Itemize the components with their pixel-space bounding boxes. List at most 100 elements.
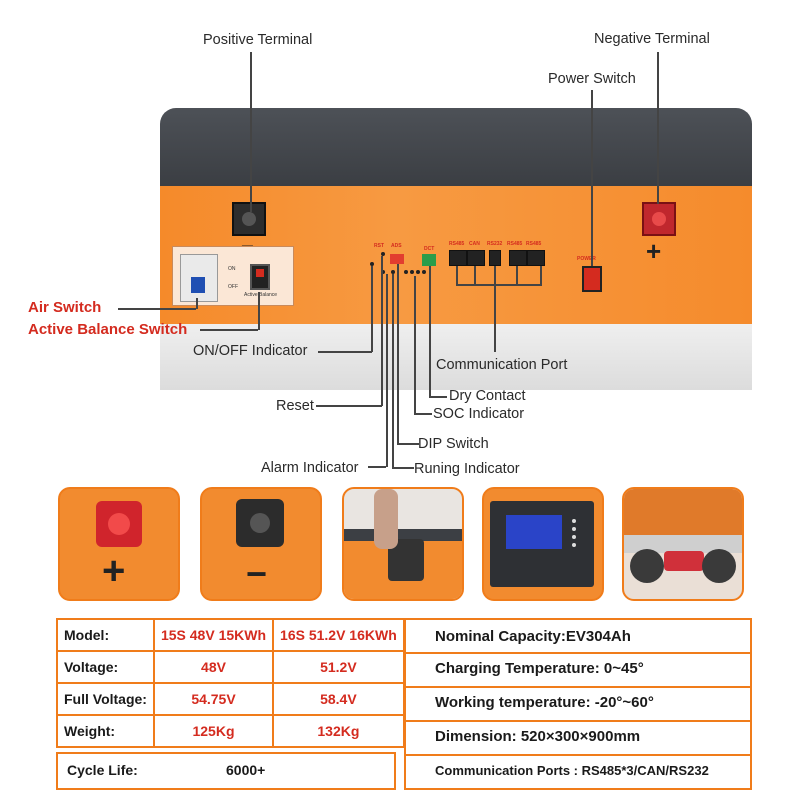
leader-runing	[392, 467, 414, 469]
wheel-right-image	[702, 549, 736, 583]
port-rs232-label: RS232	[487, 241, 503, 247]
panel-rst-label: RST	[374, 243, 384, 249]
can-port	[467, 250, 485, 266]
battery-lid	[160, 108, 752, 190]
leader-alarm	[368, 466, 386, 468]
spec-nominal-capacity: Nominal Capacity:EV304Ah	[435, 628, 631, 645]
label-alarm-indicator: Alarm Indicator	[261, 460, 359, 476]
photo-negative-terminal: −	[200, 487, 322, 601]
spec-working-temperature: Working temperature: -20°~60°	[435, 694, 654, 711]
battery-base	[160, 324, 752, 390]
spec-communication-ports: Communication Ports : RS485*3/CAN/RS232	[435, 763, 709, 778]
cycle-life-value: 6000+	[226, 762, 266, 778]
label-positive-terminal: Positive Terminal	[203, 32, 313, 48]
label-runing-indicator: Runing Indicator	[414, 461, 520, 477]
label-power-switch: Power Switch	[548, 71, 636, 87]
leader-dip	[397, 443, 419, 445]
photo-display	[482, 487, 604, 601]
label-communication-port: Communication Port	[436, 357, 568, 373]
photo-handle	[342, 487, 464, 601]
leader-balance-v	[258, 292, 260, 330]
label-on-off-indicator: ON/OFF Indicator	[193, 343, 308, 359]
port-rs485-label: RS485	[449, 241, 465, 247]
lcd-screen	[506, 515, 562, 549]
label-active-balance-switch: Active Balance Switch	[28, 321, 188, 338]
alarm-led	[381, 270, 385, 274]
cycle-life-box	[56, 752, 396, 790]
spec-cell-label: Full Voltage:	[56, 682, 155, 716]
label-negative-terminal: Negative Terminal	[594, 31, 710, 47]
spec-charging-temperature: Charging Temperature: 0~45°	[435, 660, 644, 677]
on-off-indicator-led	[370, 262, 374, 266]
leader-air-v	[196, 298, 198, 309]
label-reset: Reset	[276, 398, 314, 414]
dip-switch-block	[390, 254, 404, 264]
leader-comm-2	[474, 266, 476, 285]
panel-dct-label: DCT	[424, 246, 435, 252]
leader-comm-4	[516, 266, 518, 285]
spec-cell-b: 58.4V	[272, 682, 405, 716]
leader-dry	[429, 396, 447, 398]
photo-plus-symbol: +	[102, 549, 126, 593]
photo-positive-terminal: +	[58, 487, 180, 601]
port-rs485-2-label: RS485	[507, 241, 523, 247]
leader-positive	[250, 52, 252, 212]
leader-soc	[414, 413, 432, 415]
panel-ads-label: ADS	[391, 243, 402, 249]
positive-terminal-connector	[232, 202, 266, 236]
leader-dry-v	[429, 266, 431, 397]
leader-reset	[316, 405, 382, 407]
spec-cell-label: Voltage:	[56, 650, 155, 684]
leader-power	[591, 90, 593, 266]
label-dry-contact: Dry Contact	[449, 388, 526, 404]
rs485-port-2	[509, 250, 527, 266]
photo-wheels	[622, 487, 744, 601]
soc-led-3	[416, 270, 420, 274]
power-label: POWER	[577, 256, 596, 262]
spec-cell-a: 125Kg	[152, 714, 275, 748]
air-switch-breaker	[180, 254, 218, 302]
spec-cell-b: 51.2V	[272, 650, 405, 684]
spec-dimension: Dimension: 520×300×900mm	[435, 728, 641, 745]
runing-led	[391, 270, 395, 274]
leader-runing-v	[392, 274, 394, 468]
leader-air	[118, 308, 196, 310]
spec-table-right	[404, 618, 752, 790]
label-soc-indicator: SOC Indicator	[433, 406, 525, 422]
panel-active-balance-label: Active Balance	[244, 292, 278, 298]
leader-onoff-v	[371, 266, 373, 352]
negative-terminal-connector	[642, 202, 676, 236]
leader-soc-v	[414, 276, 416, 414]
active-balance-rocker	[250, 264, 270, 290]
spec-cell-a: 48V	[152, 650, 275, 684]
label-air-switch: Air Switch	[28, 299, 102, 316]
leader-reset-v	[381, 256, 383, 406]
rs485-port	[449, 250, 467, 266]
photo-minus-symbol: −	[246, 553, 268, 594]
leader-negative	[657, 52, 659, 204]
leader-onoff	[318, 351, 372, 353]
spec-cell-b: 132Kg	[272, 714, 405, 748]
power-switch	[582, 266, 602, 292]
leader-balance	[200, 329, 258, 331]
soc-led-1	[404, 270, 408, 274]
label-dip-switch: DIP Switch	[418, 436, 489, 452]
spec-cell-a: 15S 48V 15KWh	[152, 618, 275, 652]
dry-contact-block	[422, 254, 436, 266]
spec-cell-label: Weight:	[56, 714, 155, 748]
leader-comm-h	[456, 284, 542, 286]
leader-alarm-v	[386, 274, 388, 467]
hand-image	[374, 489, 398, 549]
rs232-port	[489, 250, 501, 266]
spec-cell-b: 16S 51.2V 16KWh	[272, 618, 405, 652]
spec-cell-label: Model:	[56, 618, 155, 652]
reset-button	[381, 252, 385, 256]
soc-led-2	[410, 270, 414, 274]
leader-comm-5	[540, 266, 542, 285]
panel-off-label: OFF	[228, 284, 238, 290]
